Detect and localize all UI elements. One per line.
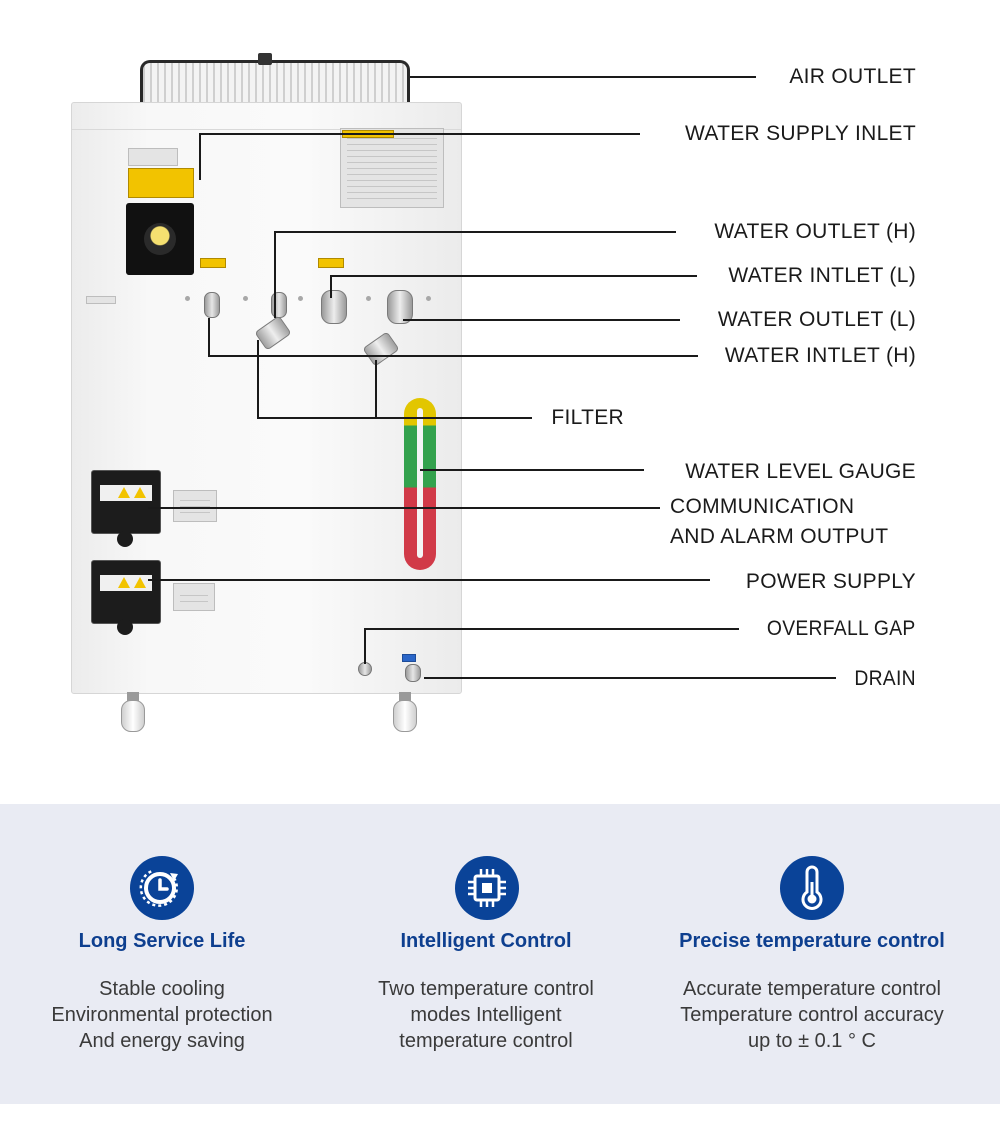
feature-title: Precise temperature control [679, 930, 945, 952]
drain-valve [405, 664, 421, 682]
water-intlet-l-port [321, 290, 347, 324]
feature-line: modes Intelligent [410, 1004, 562, 1026]
screw [243, 296, 248, 301]
port-tag-inlet-l [318, 258, 344, 268]
feature-description: Accurate temperature control Temperature… [652, 976, 972, 1054]
screw [426, 296, 431, 301]
feature-line: Two temperature control [378, 978, 594, 1000]
power-label-plate [173, 583, 215, 611]
switch-knob-icon [144, 223, 176, 255]
side-label [86, 296, 116, 304]
feature-line: Environmental protection [51, 1004, 273, 1026]
screw [366, 296, 371, 301]
callout-power-supply: POWER SUPPLY [745, 570, 916, 593]
callout-drain: DRAIN [854, 667, 916, 690]
callout-water-level-gauge: WATER LEVEL GAUGE [685, 460, 916, 483]
warning-sticker [128, 168, 194, 198]
screw [185, 296, 190, 301]
callout-communication: COMMUNICATION AND ALARM OUTPUT [670, 492, 888, 552]
water-level-gauge [404, 398, 436, 570]
thermometer-icon [780, 856, 844, 920]
callout-filter: FILTER [551, 406, 624, 429]
feature-line: temperature control [399, 1030, 573, 1052]
feature-description: Two temperature control modes Intelligen… [326, 976, 646, 1054]
communication-box [91, 470, 161, 534]
nameplate [340, 128, 444, 208]
callout-water-intlet-h: WATER INTLET (H) [724, 344, 916, 367]
callout-lines [148, 76, 836, 679]
port-tag-inlet [200, 258, 226, 268]
power-supply-box [91, 560, 161, 624]
comm-label-plate [173, 490, 217, 522]
callout-overfall-gap: OVERFALL GAP [767, 617, 916, 640]
feature-description: Stable cooling Environmental protection … [2, 976, 322, 1054]
water-intlet-h-port [204, 292, 220, 318]
feature-line: And energy saving [79, 1030, 245, 1052]
callout-water-supply-inlet: WATER SUPPLY INLET [684, 122, 916, 145]
feature-line: Accurate temperature control [683, 978, 941, 1000]
chiller-diagram: AIR OUTLET WATER SUPPLY INLET WATER OUTL… [0, 0, 1000, 800]
water-outlet-l-port [387, 290, 413, 324]
callout-communication-line2: AND ALARM OUTPUT [670, 525, 889, 548]
callout-water-intlet-l: WATER INTLET (L) [728, 264, 916, 287]
main-switch [126, 203, 194, 275]
feature-line: Stable cooling [99, 978, 225, 1000]
feature-title: Intelligent Control [400, 930, 572, 952]
fan-guard [140, 53, 410, 104]
screw [298, 296, 303, 301]
chip-icon [455, 856, 519, 920]
feature-line: Temperature control accuracy [680, 1004, 944, 1026]
feature-band: Long Service Life Stable cooling Environ… [0, 804, 1000, 1104]
feature-line: up to ± 0.1 ° C [748, 1030, 876, 1052]
clock-cycle-icon [130, 856, 194, 920]
feature-title: Long Service Life [78, 930, 246, 952]
cable-gland [117, 531, 133, 547]
callout-water-outlet-h: WATER OUTLET (H) [714, 220, 916, 243]
callout-air-outlet: AIR OUTLET [789, 65, 916, 88]
caster-wheel [118, 692, 148, 732]
info-label [128, 148, 178, 166]
caster-wheel [390, 692, 420, 732]
callout-communication-line1: COMMUNICATION [670, 495, 855, 518]
cable-gland [117, 619, 133, 635]
callout-water-outlet-l: WATER OUTLET (L) [717, 308, 916, 331]
drain-tag [402, 654, 416, 662]
